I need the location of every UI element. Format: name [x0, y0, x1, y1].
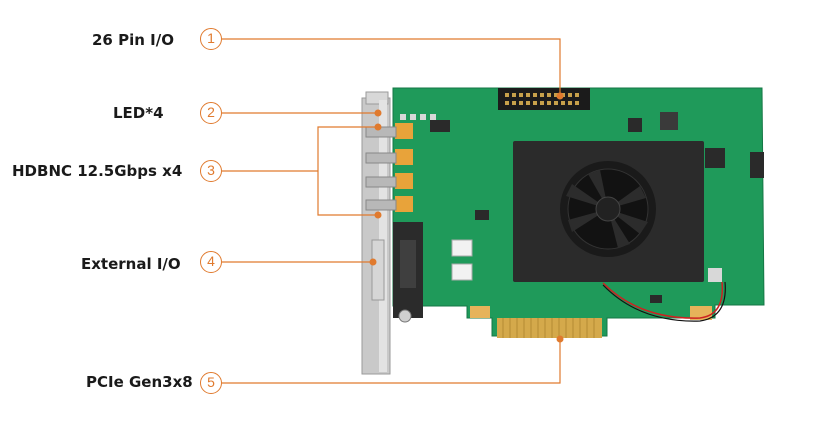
leds	[400, 114, 436, 120]
callout-line-3-bracket	[317, 126, 378, 216]
small-components	[430, 112, 764, 303]
relays	[451, 239, 473, 281]
callout-number-1: 1	[200, 28, 222, 50]
callout-label-led: LED*4	[113, 104, 164, 122]
callout-line-5	[222, 339, 561, 384]
callout-label-external-io: External I/O	[81, 255, 181, 273]
metal-bracket	[361, 91, 391, 375]
callout-label-26pin-io: 26 Pin I/O	[92, 31, 174, 49]
callout-label-pcie: PCIe Gen3x8	[86, 373, 193, 391]
callout-number-2: 2	[200, 102, 222, 124]
heatsink-fan	[513, 141, 704, 282]
callout-dots	[369, 92, 564, 343]
external-io-connector	[371, 222, 423, 323]
callout-lines	[222, 38, 561, 384]
callout-number-5: 5	[200, 372, 222, 394]
fan-cable	[602, 281, 724, 319]
hdbnc-connectors	[365, 123, 413, 212]
pcie-gold-fingers	[470, 306, 712, 338]
26-pin-header	[498, 88, 590, 110]
callout-line-1	[222, 38, 561, 96]
callout-number-4: 4	[200, 251, 222, 273]
callout-number-3: 3	[200, 160, 222, 182]
callout-label-hdbnc: HDBNC 12.5Gbps x4	[12, 162, 183, 180]
